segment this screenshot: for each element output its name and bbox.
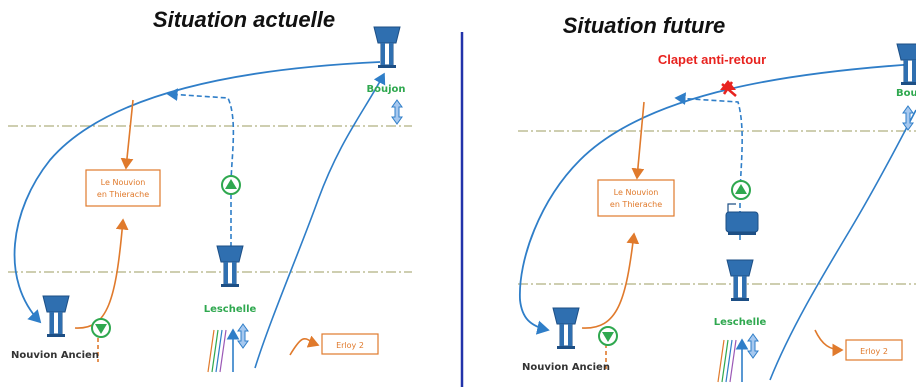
box-label-line1: Le Nouvion [101,178,146,187]
erloy-label-right: Erloy 2 [860,347,888,356]
box-erloy-right [845,339,903,361]
nouvion-label: Nouvion Ancien [11,350,99,361]
orange-nouvion-to-box-right [581,232,640,329]
check-valve-icon [720,80,737,97]
boujon-double-arrow-icon [391,99,403,125]
boujon-label: Boujon [366,84,405,95]
box-label-line1-right: Le Nouvion [614,188,659,197]
leschelle-label: Leschelle [204,304,257,315]
leschelle-label-right: Leschelle [714,317,767,328]
left-panel: Situation actuelle Le Nouvion en Thierac… [8,7,412,373]
left-title: Situation actuelle [153,7,335,32]
nouvion-water-tower-icon-right [552,307,580,350]
box-label-line2-right: en Thierache [610,200,662,209]
leschelle-flow-lines [207,328,240,373]
main-pipe [13,61,381,324]
erloy-label: Erloy 2 [336,341,364,350]
leschelle-double-arrow-icon-right [747,333,759,359]
leschelle-flow-lines-right [717,338,749,383]
box-le-nouvion [85,169,161,207]
box-label-line2: en Thierache [97,190,149,199]
clapet-label: Clapet anti-retour [658,52,766,67]
leschelle-water-tower-icon [216,245,244,288]
boujon-label-right: Boujon [896,88,916,99]
box-le-nouvion-right [597,179,675,217]
leschelle-double-arrow-icon [237,323,249,349]
orange-feed-box-right [631,101,645,180]
orange-to-erloy [289,335,320,356]
leschelle-water-tower-icon-right [726,259,754,302]
reservoir-tank-icon [725,203,759,235]
orange-feed-box [120,99,134,170]
right-panel: Situation future Clapet anti-retour Le N… [518,13,916,383]
pump-down-icon-right [598,326,618,346]
rising-pipe-right [769,109,916,381]
boujon-rising-pipe [254,72,386,369]
pump-down-icon [91,318,111,338]
pump-up-icon-right [731,180,751,200]
nouvion-water-tower-icon [42,295,70,338]
orange-to-erloy-right [814,329,844,357]
right-title: Situation future [563,13,726,38]
nouvion-label-right: Nouvion Ancien [522,362,610,373]
main-pipe-right [519,63,916,335]
pump-up-icon [221,175,241,195]
box-erloy [321,333,379,355]
leschelle-dashed-pipe [166,88,235,255]
orange-nouvion-to-box [74,218,129,329]
